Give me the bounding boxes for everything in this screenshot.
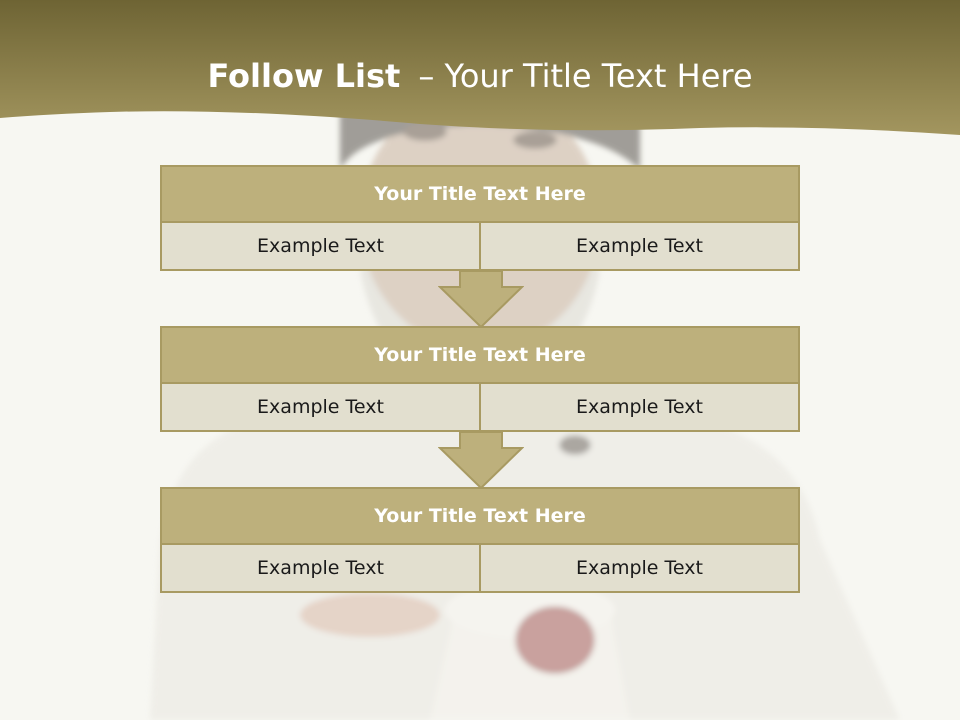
list-box-cell-right: Example Text [479,384,798,430]
list-box-title: Your Title Text Here [162,489,798,545]
list-box-1: Your Title Text Here Example Text Exampl… [160,165,800,271]
slide-title-bold: Follow List [207,57,401,95]
list-box-cell-left: Example Text [162,223,479,269]
list-box-row: Example Text Example Text [162,545,798,591]
list-box-row: Example Text Example Text [162,223,798,269]
slide-title: Follow List – Your Title Text Here [0,56,960,96]
list-box-title: Your Title Text Here [162,167,798,223]
header-band [0,0,960,135]
list-box-cell-right: Example Text [479,223,798,269]
list-box-2: Your Title Text Here Example Text Exampl… [160,326,800,432]
down-arrow-icon [438,432,524,490]
slide-title-rest: – Your Title Text Here [418,57,753,95]
down-arrow-icon [438,271,524,329]
list-box-cell-left: Example Text [162,545,479,591]
list-box-cell-right: Example Text [479,545,798,591]
list-box-row: Example Text Example Text [162,384,798,430]
list-box-3: Your Title Text Here Example Text Exampl… [160,487,800,593]
list-box-title: Your Title Text Here [162,328,798,384]
list-box-cell-left: Example Text [162,384,479,430]
